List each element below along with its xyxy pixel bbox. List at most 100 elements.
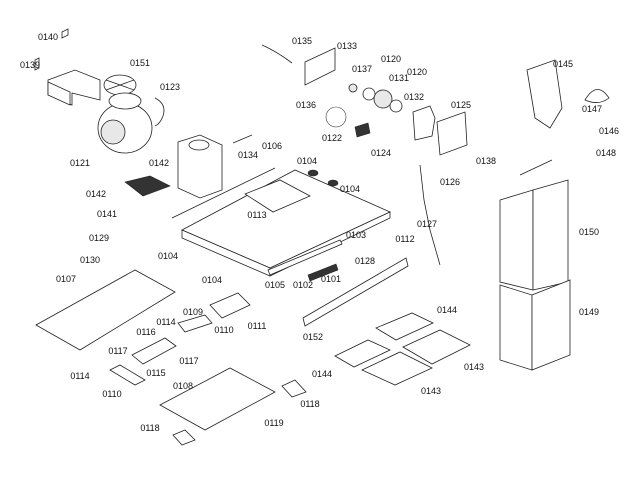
- part-control-0101: [307, 263, 339, 282]
- part-filter-0143b: [361, 351, 433, 386]
- callout-label: 0102: [293, 280, 313, 290]
- callout-label: 0129: [89, 233, 109, 243]
- callout-label: 0139: [20, 60, 40, 70]
- callout-label: 0104: [158, 251, 178, 261]
- part-capacitor-0137: [348, 83, 358, 93]
- part-plate-0118a: [281, 379, 307, 398]
- part-frame-0110a: [177, 314, 213, 333]
- part-switch-0132: [412, 105, 436, 141]
- part-lamp-0104b: [327, 179, 339, 187]
- part-bracket-0139: [34, 57, 40, 71]
- callout-label: 0150: [579, 227, 599, 237]
- callout-label: 0112: [395, 234, 414, 244]
- callout-label: 0130: [80, 255, 100, 265]
- callout-label: 0126: [440, 177, 460, 187]
- callout-label: 0127: [417, 219, 437, 229]
- callout-label: 0136: [296, 100, 316, 110]
- callout-label: 0107: [56, 274, 76, 284]
- callout-label: 0149: [579, 307, 599, 317]
- callout-label: 0135: [292, 36, 312, 46]
- callout-label: 0110: [214, 325, 233, 335]
- part-frame-0110b: [109, 364, 146, 386]
- callout-label: 0152: [303, 332, 323, 342]
- part-duct-box: [177, 134, 223, 199]
- part-grease-filter-0141: [124, 175, 171, 197]
- callout-label: 0117: [108, 346, 127, 356]
- callout-label: 0104: [297, 156, 317, 166]
- callout-label: 0115: [146, 368, 165, 378]
- part-filter-cap-cross: [105, 79, 135, 91]
- callout-label: 0144: [437, 305, 457, 315]
- callout-label: 0113: [247, 210, 266, 220]
- part-bracket-0140: [61, 28, 69, 39]
- callout-label: 0132: [404, 92, 424, 102]
- callout-label: 0125: [451, 100, 471, 110]
- callout-label: 0108: [173, 381, 193, 391]
- part-fascia-0152: [302, 257, 409, 327]
- part-side-panel-front: [47, 81, 71, 106]
- callout-label: 0140: [38, 32, 58, 42]
- part-strip-0105: [267, 239, 343, 276]
- callout-label: 0137: [352, 64, 372, 74]
- part-filter-0144a: [375, 312, 434, 341]
- callout-label: 0145: [553, 59, 573, 69]
- callout-label: 0121: [70, 158, 90, 168]
- callout-label: 0143: [464, 362, 484, 372]
- callout-label: 0147: [582, 104, 602, 114]
- callout-label: 0124: [371, 148, 391, 158]
- part-blower-wheel: [100, 119, 126, 145]
- part-cable-0123: [154, 97, 165, 127]
- part-bottom-panel: [159, 367, 276, 431]
- callout-label: 0142: [86, 189, 106, 199]
- callout-label: 0141: [97, 209, 117, 219]
- callout-label: 0120: [407, 67, 427, 77]
- part-connector-0122: [354, 122, 371, 138]
- callout-label: 0114: [70, 371, 89, 381]
- callout-labels: 0140 0139 0151 0123 0121 0142 0142 0141 …: [20, 32, 619, 433]
- callout-label: 0118: [140, 423, 159, 433]
- callout-label: 0122: [322, 133, 342, 143]
- callout-label: 0104: [340, 184, 360, 194]
- part-chimney-upper-left: [499, 189, 534, 291]
- part-filter-0144b: [334, 339, 391, 368]
- callout-label: 0105: [265, 280, 285, 290]
- part-blower-ring: [108, 92, 142, 110]
- callout-label: 0116: [136, 327, 155, 337]
- callout-label: 0138: [476, 156, 496, 166]
- callout-label: 0103: [346, 230, 366, 240]
- part-plate-0115: [131, 337, 177, 365]
- callout-label: 0101: [321, 274, 341, 284]
- callout-label: 0151: [130, 58, 150, 68]
- part-wire-0126: [419, 164, 441, 266]
- callout-label: 0111: [248, 321, 267, 331]
- callout-label: 0133: [337, 41, 357, 51]
- part-rod-0148: [519, 159, 553, 176]
- part-rail-0106: [171, 167, 276, 219]
- callout-label: 0123: [160, 82, 180, 92]
- callout-label: 0128: [355, 256, 375, 266]
- part-plate-0118b: [172, 429, 196, 446]
- callout-label: 0110: [102, 389, 121, 399]
- part-hood-opening: [244, 179, 311, 213]
- part-bracket-0133: [304, 47, 336, 86]
- part-washer-0120b: [389, 99, 403, 113]
- part-duct-hole: [188, 139, 210, 151]
- callout-label: 0114: [156, 317, 175, 327]
- part-lamp-0104a: [307, 169, 319, 177]
- callout-label: 0117: [179, 356, 198, 366]
- callout-label: 0148: [596, 148, 616, 158]
- callout-label: 0131: [389, 73, 409, 83]
- part-cap-0147: [584, 89, 610, 103]
- part-chimney-lower-left: [499, 284, 533, 371]
- callout-label: 0104: [202, 275, 222, 285]
- callout-label: 0143: [421, 386, 441, 396]
- callout-label: 0142: [149, 158, 169, 168]
- part-base-plate: [35, 269, 176, 351]
- part-tray-0111: [209, 292, 251, 319]
- part-filter-0143a: [402, 329, 471, 365]
- part-chimney-upper-right: [532, 179, 569, 291]
- part-shapes: [34, 28, 610, 446]
- callout-label: 0134: [238, 150, 258, 160]
